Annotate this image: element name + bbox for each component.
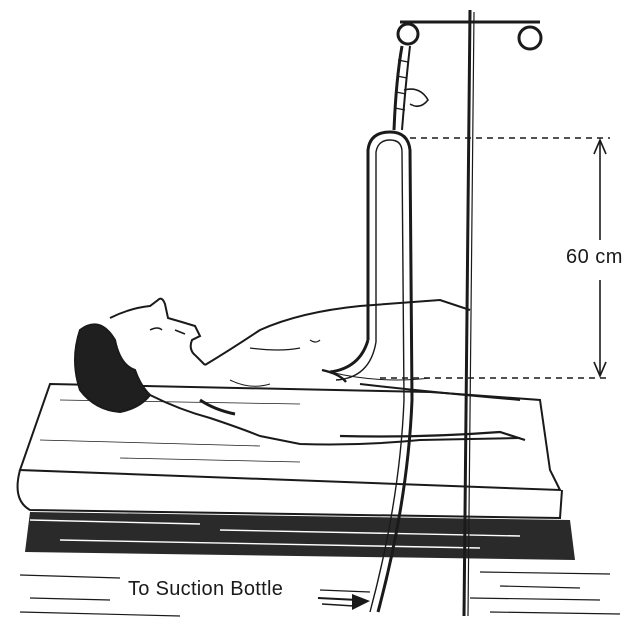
- bed-icon: [18, 384, 620, 616]
- suction-bottle-label: To Suction Bottle: [128, 578, 283, 601]
- arrow-icon: [318, 594, 370, 610]
- measurement-label: 60 cm: [566, 246, 623, 269]
